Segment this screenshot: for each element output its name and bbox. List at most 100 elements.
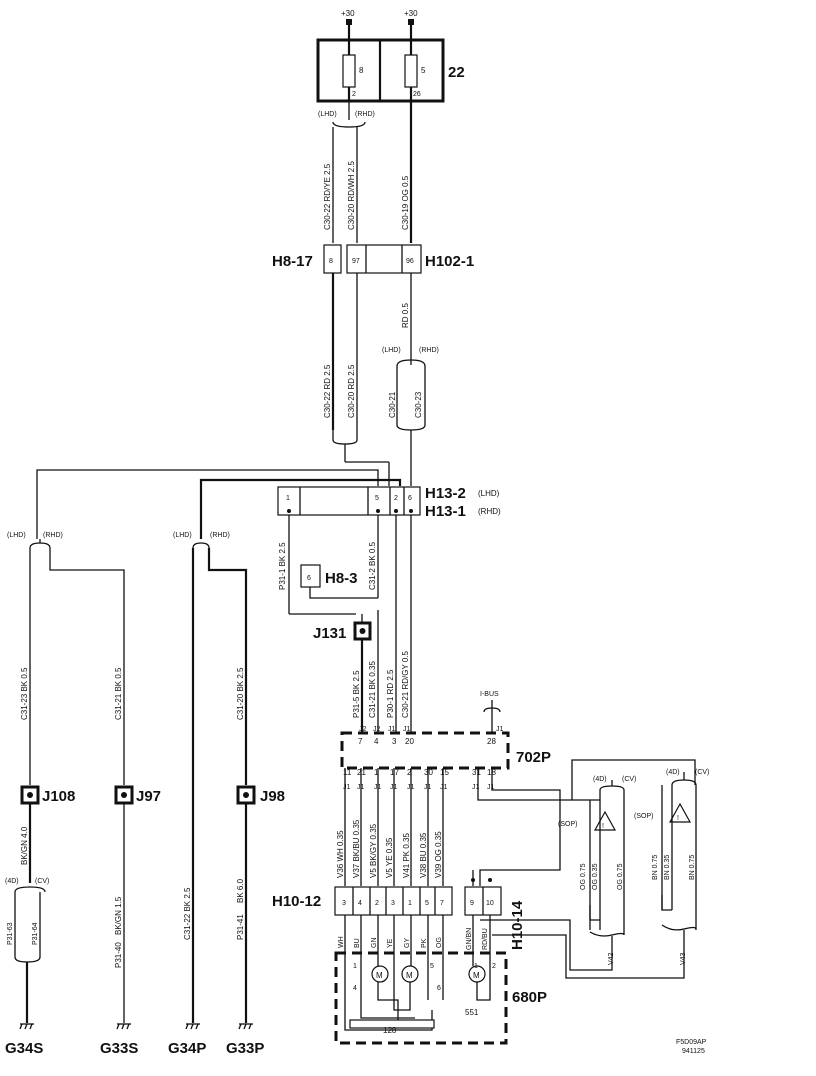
module-702p-label: 702P [516,749,551,766]
wire-p31-63: P31-63 [7,922,14,945]
h10-12-pin-5: 5 [425,900,429,907]
wire-rd-0-5: RD 0.5 [401,303,410,328]
wire-c31-23: C31-23 BK 0.5 [20,667,29,720]
h10-12-pin-1: 4 [358,900,362,907]
rhd-label-mid: (RHD) [419,347,439,354]
right-4d-label: (4D) [666,769,680,776]
h8-3-pin: 6 [307,575,311,582]
h10-12-pin-3: 3 [391,900,395,907]
wire-c30-21-rdgy: C30-21 RD/GY 0.5 [401,650,410,718]
supply-left-label: +30 [341,9,355,18]
wire-bkgn-4: BK/GN 4.0 [20,826,29,865]
right-sop-label: (SOP) [634,813,653,820]
lhd-label-g4: (LHD) [173,532,192,539]
ground-g34p-label: G34P [168,1040,206,1057]
h8-17-pin: 8 [329,258,333,265]
rhd-label-g3: (RHD) [43,532,63,539]
h13-1-variant: (RHD) [478,507,501,516]
module-702p [340,731,510,770]
svg-text:WH: WH [338,936,345,948]
wire-c30-21-mid: C30-21 [388,391,397,418]
svg-text:PK: PK [421,938,428,948]
fuse-box-id: 22 [448,64,465,81]
svg-text:BU: BU [354,938,361,948]
wire-v37: V37 BK/BU 0.35 [352,819,361,878]
motor-assembly-128 [349,1019,435,1029]
h13-pin-2: 2 [394,495,398,502]
wire-c30-22-top: C30-22 RD/YE 2.5 [323,163,332,230]
wire-c30-23-mid: C30-23 [414,391,423,418]
ground-g33p-label: G33P [226,1040,264,1057]
right-cv-label: (CV) [695,769,709,776]
h13-pin-5: 5 [375,495,379,502]
ground-g33s-label: G33S [100,1040,138,1057]
702p-pin-4: 4 [374,737,379,746]
left-4d-label: (4D) [593,776,607,783]
wire-p31-1: P31-1 BK 2.5 [278,542,287,590]
svg-text:M: M [473,971,480,980]
svg-text:J2: J2 [373,726,381,733]
fuse-left-pin: 2 [352,91,356,98]
wire-bkgn-1-5: BK/GN 1.5 [114,896,123,935]
svg-text:M: M [406,971,413,980]
svg-text:GN/BN: GN/BN [466,928,473,950]
fuse-left-number: 8 [359,66,364,75]
h10-12-label: H10-12 [272,893,321,910]
fuse-right-pin: 26 [413,91,421,98]
h8-17-label: H8-17 [272,253,313,270]
svg-text:YE: YE [387,938,394,948]
fuse-right-number: 5 [421,66,426,75]
svg-text:M: M [376,971,383,980]
702p-pin-28: 28 [487,737,496,746]
702p-bottom-pin-1: 1 [374,768,379,777]
svg-text:5: 5 [430,963,434,970]
connector-h13 [277,486,421,516]
svg-text:2: 2 [492,963,496,970]
ground-symbol-g33s [116,1023,131,1030]
svg-text:4: 4 [353,985,357,992]
lhd-label-mid: (LHD) [382,347,401,354]
wire-c30-20-mid: C30-20 RD 2.5 [347,364,356,418]
j98-label: J98 [260,788,285,805]
j108-label: J108 [42,788,75,805]
figure-date: 941125 [682,1048,705,1055]
wire-v5-ye: V5 YE 0.35 [385,837,394,878]
702p-bottom-j-6: J1 [440,784,448,791]
supply-left-terminal [346,19,352,25]
h10-12-pin-2: 2 [375,900,379,907]
g34s-4d-label: (4D) [5,878,19,885]
rhd-label-g4: (RHD) [210,532,230,539]
svg-text:OG 0.75: OG 0.75 [580,863,587,890]
h10-14-label: H10-14 [509,900,526,950]
h10-14-pin-9: 9 [470,900,474,907]
motor-1-icon [371,965,389,983]
h10-12-pin-4: 1 [408,900,412,907]
connector-h102-1 [346,244,422,274]
left-sop-label: (SOP) [558,821,577,828]
702p-pin-7: 7 [358,737,363,746]
svg-text:BN 0.35: BN 0.35 [664,855,671,880]
svg-text:1: 1 [353,963,357,970]
h102-1-label: H102-1 [425,253,474,270]
supply-right-label: +30 [404,9,418,18]
ground-symbol-g34p [185,1023,200,1030]
fuse-8 [342,54,356,88]
wire-p31-40: P31-40 [114,942,123,968]
h102-1-pin-97: 97 [352,258,360,265]
702p-bottom-j-7: J1 [472,784,480,791]
fuse-5 [404,54,418,88]
wire-c30-20-top: C30-20 RD/WH 2.5 [347,161,356,230]
702p-bottom-pin-2: 2 [407,768,412,777]
wire-p30-1: P30-1 RD 2.5 [386,669,395,718]
svg-text:RD/BU: RD/BU [482,928,489,950]
wire-c31-20: C31-20 BK 2.5 [236,667,245,720]
h13-pin-1: 1 [286,495,290,502]
wire-bk-6: BK 6.0 [236,878,245,903]
702p-bottom-pin-11: 11 [343,768,352,777]
svg-text:GN: GN [371,938,378,949]
svg-text:BN 0.75: BN 0.75 [689,855,696,880]
svg-text:J1: J1 [388,726,396,733]
ibus-label: I-BUS [480,691,499,698]
